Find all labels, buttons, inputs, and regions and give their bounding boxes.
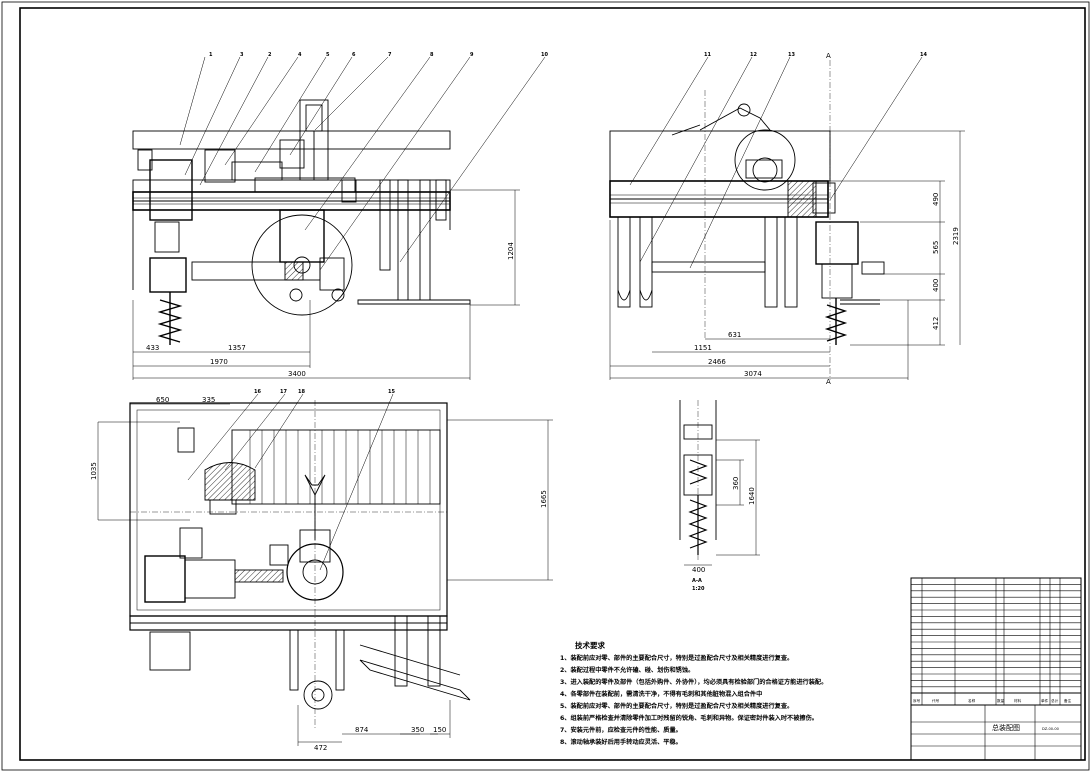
plan-dimension-lines <box>97 403 553 746</box>
plan-leaders <box>187 393 394 571</box>
dim-1204: 1204 <box>507 242 515 260</box>
dim-1357: 1357 <box>228 344 246 352</box>
dim-472: 472 <box>314 744 327 752</box>
plan-view <box>129 400 471 730</box>
section-mark-top: A <box>826 52 831 60</box>
balloon-side-14: 14 <box>920 52 927 58</box>
note-6: 6、组装前严格检查并清除零件加工时残留的锐角、毛刺和异物。保证密封件装入时不被擦… <box>560 714 818 722</box>
balloon-front-3: 2 <box>268 52 272 58</box>
side-leaders <box>629 56 923 269</box>
tb-header-unit: 单件 <box>1041 698 1049 703</box>
note-1: 1、装配前应对零、部件的主要配合尺寸，特别是过盈配合尺寸及相关精度进行复查。 <box>560 654 793 662</box>
note-7: 7、安装元件前，应检查元件的性能、质量。 <box>560 726 682 734</box>
detail-dimension-lines <box>684 439 760 566</box>
dim-565: 565 <box>932 241 940 254</box>
note-5: 5、装配前应对零、部件的主要配合尺寸，特别是过盈配合尺寸及相关精度进行复查。 <box>560 702 793 710</box>
balloon-side-11: 11 <box>704 52 711 58</box>
dim-1035: 1035 <box>90 462 98 480</box>
front-view <box>132 99 471 345</box>
tb-header-name: 名称 <box>968 698 976 703</box>
technical-requirements: 技术要求 1、装配前应对零、部件的主要配合尺寸，特别是过盈配合尺寸及相关精度进行… <box>560 640 827 746</box>
tb-header-material: 材料 <box>1014 698 1022 703</box>
balloon-side-12: 12 <box>750 52 757 58</box>
inner-border <box>19 7 1086 761</box>
section-mark-bottom: A <box>826 378 831 386</box>
dim-1151: 1151 <box>694 344 712 352</box>
dim-412: 412 <box>932 317 940 330</box>
balloon-front-1: 1 <box>209 52 213 58</box>
dim-1640: 1640 <box>748 487 756 505</box>
side-dimension-lines <box>609 130 965 380</box>
balloon-plan-18: 18 <box>298 389 305 395</box>
title-block <box>910 577 1082 761</box>
dim-2319: 2319 <box>952 227 960 245</box>
dim-150: 150 <box>433 726 446 734</box>
dim-433: 433 <box>146 344 159 352</box>
tb-drawing-title: 总装配图 <box>992 723 1020 732</box>
detail-view-a-a <box>679 400 717 560</box>
dim-335: 335 <box>202 396 215 404</box>
balloon-front-2: 3 <box>240 52 244 58</box>
side-view <box>609 60 885 380</box>
notes-heading: 技术要求 <box>575 640 605 650</box>
tb-header-remark: 备注 <box>1064 698 1072 703</box>
dim-874: 874 <box>355 726 369 734</box>
dim-1970: 1970 <box>210 358 228 366</box>
detail-label: A-A <box>692 578 702 584</box>
dim-2466: 2466 <box>708 358 726 366</box>
dim-1665: 1665 <box>540 490 548 508</box>
dim-490: 490 <box>932 193 940 206</box>
front-leaders <box>179 56 546 271</box>
dim-360: 360 <box>732 477 740 490</box>
balloon-plan-16: 16 <box>254 389 261 395</box>
note-3: 3、进入装配的零件及部件（包括外购件、外协件），均必须具有检验部门的合格证方能进… <box>560 678 827 686</box>
tb-header-total: 总计 <box>1051 698 1059 703</box>
dim-350: 350 <box>411 726 424 734</box>
tb-header-qty: 数量 <box>997 698 1005 703</box>
balloon-side-13: 13 <box>788 52 795 58</box>
tb-header-no: 序号 <box>913 698 921 703</box>
note-8: 8、滚动轴承装好后用手转动应灵活、平稳。 <box>560 738 682 746</box>
balloon-front-8: 8 <box>430 52 434 58</box>
dim-631: 631 <box>728 331 741 339</box>
dim-400-detail: 400 <box>692 566 705 574</box>
balloon-front-10: 10 <box>541 52 548 58</box>
note-2: 2、装配过程中零件不允许磕、碰、划伤和锈蚀。 <box>560 666 694 674</box>
balloon-plan-17: 17 <box>280 389 287 395</box>
note-4: 4、各零部件在装配前，需清洗干净，不得有毛刺和其他脏物混入组合件中 <box>560 690 762 698</box>
tb-header-code: 代号 <box>932 698 940 703</box>
dim-3074: 3074 <box>744 370 762 378</box>
balloon-front-6: 6 <box>352 52 356 58</box>
detail-scale: 1:20 <box>692 586 705 592</box>
front-dimension-lines <box>132 189 520 380</box>
balloon-plan-15: 15 <box>388 389 395 395</box>
balloon-front-7: 7 <box>388 52 392 58</box>
dim-400-side: 400 <box>932 279 940 292</box>
tb-drawing-number: DZ-00-00 <box>1042 727 1060 731</box>
balloon-front-4: 4 <box>298 52 302 58</box>
dim-3400: 3400 <box>288 370 306 378</box>
balloon-front-9: 9 <box>470 52 474 58</box>
dim-650: 650 <box>156 396 169 404</box>
balloon-front-5: 5 <box>326 52 330 58</box>
